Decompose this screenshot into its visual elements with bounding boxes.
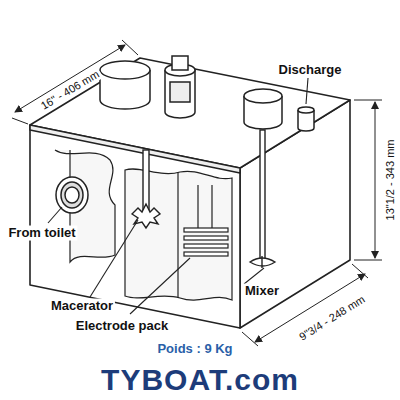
part-label: Electrode pack <box>74 319 171 334</box>
part-label: Macerator <box>49 299 115 314</box>
discharge-pipe <box>298 107 314 131</box>
cutaway-center <box>125 169 232 300</box>
divider-wall <box>177 172 178 298</box>
dimension-lines <box>12 40 382 346</box>
electrode-pack <box>184 185 228 256</box>
top-plate <box>30 58 350 168</box>
cutaway-left <box>55 150 115 262</box>
part-label: Discharge <box>277 63 344 78</box>
macerator <box>132 150 160 228</box>
pump-body <box>165 56 195 118</box>
weight-label: Poids : 9 Kg <box>155 342 234 357</box>
plate-edge <box>30 125 240 173</box>
mixer <box>250 130 275 268</box>
dimension-label: 9"3/4 - 248 mm <box>295 292 369 344</box>
macerator-motor <box>100 61 150 109</box>
mixer-motor <box>244 89 282 129</box>
part-label: Mixer <box>243 284 281 299</box>
dimension-label: 13"1/2 - 343 mm <box>384 138 397 223</box>
watermark: TYBOAT.com <box>99 363 301 398</box>
part-label: From toilet <box>6 226 77 241</box>
leader-lines <box>48 78 308 314</box>
